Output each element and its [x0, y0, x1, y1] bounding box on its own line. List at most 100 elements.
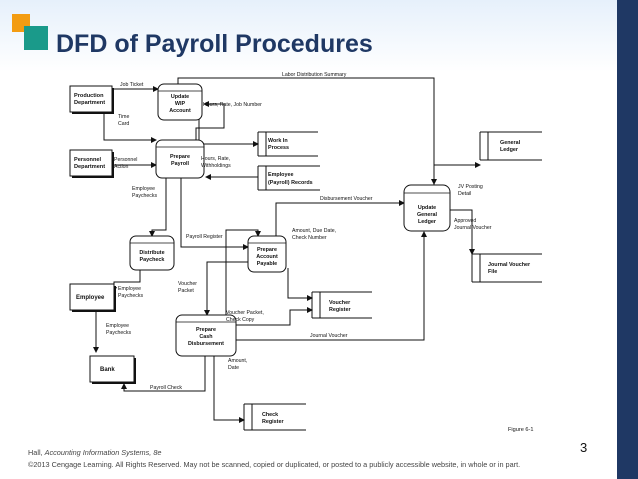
flow-label-voucher-packet: Packet	[178, 288, 194, 294]
flow-label-jv-posting-detail: Detail	[458, 191, 471, 197]
flow-voucher-packet-line	[204, 261, 248, 316]
entity-label: Employee	[76, 295, 105, 301]
store-label: Journal Voucher	[488, 262, 531, 268]
store-label: Process	[268, 145, 289, 151]
entity-production-department: Production Department	[69, 85, 114, 114]
flow-payroll-check-line	[121, 356, 206, 392]
flow-label-amount-due-check: Check Number	[292, 235, 327, 241]
store-general-ledger: General Ledger	[479, 131, 542, 161]
flow-label-amount-due-check: Amount, Due Date,	[292, 228, 336, 234]
flow-labels: Job Ticket Labor Distribution Summary Ti…	[106, 72, 492, 391]
entity-label: Bank	[100, 367, 115, 373]
process-label: Prepare	[170, 154, 190, 160]
process-label: Disbursement	[188, 341, 224, 347]
right-accent-bar	[617, 0, 638, 479]
flow-label-job-ticket: Job Ticket	[120, 82, 144, 88]
flow-cash-to-check-register-line	[213, 356, 245, 423]
store-label: (Payroll) Records	[268, 180, 313, 186]
flow-jv-posting-line	[433, 162, 481, 185]
page-number: 3	[580, 440, 588, 455]
process-prepare-payroll: Prepare Payroll	[155, 139, 205, 179]
store-voucher-register: Voucher Register	[311, 291, 372, 319]
flow-label-payroll-register: Payroll Register	[186, 234, 223, 240]
flow-label-hours-rate-withholdings: Withholdings	[201, 163, 231, 169]
process-label: Payroll	[171, 161, 189, 167]
entity-label: Department	[74, 164, 105, 170]
flow-labor-summary-line	[177, 77, 437, 185]
flow-time-card-line	[103, 108, 157, 143]
flow-label-approved-jv: Journal Voucher	[454, 225, 492, 231]
process-label: Prepare	[196, 327, 216, 333]
process-label: Account	[169, 108, 191, 114]
flow-label-employee-paychecks-2: Paychecks	[118, 293, 143, 299]
store-label: Register	[329, 307, 351, 313]
flow-label-employee-paychecks: Employee	[132, 186, 155, 192]
footer-copyright: ©2013 Cengage Learning. All Rights Reser…	[28, 460, 521, 469]
store-label: Check	[262, 412, 278, 418]
flow-label-amount-date: Date	[228, 365, 239, 371]
flow-label-hours-rate-job: Hours, Rate, Job Number	[203, 102, 262, 108]
flow-hours-rate-job-line	[195, 101, 225, 140]
process-prepare-cash-disbursement: Prepare Cash Disbursement	[175, 314, 237, 357]
store-check-register: Check Register	[243, 403, 306, 431]
store-journal-voucher-file: Journal Voucher File	[471, 253, 542, 283]
flow-label-hours-rate-withholdings: Hours, Rate,	[201, 156, 230, 162]
flow-amount-due-line	[225, 229, 261, 315]
process-label: Update	[171, 94, 189, 100]
entity-label: Department	[74, 100, 105, 106]
flow-label-employee-paychecks-2: Employee	[118, 286, 141, 292]
flow-label-employee-paychecks-3: Paychecks	[106, 330, 131, 336]
flow-label-voucher-packet: Voucher	[178, 281, 197, 287]
flow-voucher-packet-check-copy-line	[236, 307, 313, 326]
store-label: File	[488, 269, 497, 275]
process-distribute-paycheck: Distribute Paycheck	[129, 235, 175, 271]
store-employee-payroll-records: Employee (Payroll) Records	[257, 165, 320, 191]
teal-square-decoration	[24, 26, 48, 50]
process-label: Cash	[199, 334, 212, 340]
flow-label-time-card: Card	[118, 121, 129, 127]
store-label: Voucher	[329, 300, 351, 306]
entity-employee: Employee	[69, 283, 116, 312]
process-label: General	[417, 212, 438, 218]
footer-book-title: Accounting Information Systems, 8e	[44, 448, 162, 457]
entity-label: Personnel	[74, 157, 101, 163]
flow-label-approved-jv: Approved	[454, 218, 476, 224]
flow-label-disbursement-voucher: Disbursement Voucher	[320, 196, 373, 202]
store-label: General	[500, 140, 521, 146]
store-label: Ledger	[500, 147, 519, 153]
store-label: Register	[262, 419, 284, 425]
process-label: Distribute	[139, 250, 164, 256]
entity-label: Production	[74, 93, 104, 99]
flow-ap-to-voucher-register-line	[287, 268, 313, 301]
flow-label-time-card: Time	[118, 114, 129, 120]
flow-journal-voucher-line	[236, 231, 427, 341]
slide-title: DFD of Payroll Procedures	[56, 30, 373, 58]
flow-label-personnel-action: Action	[114, 164, 129, 170]
flow-paychecks-to-distribute-line	[149, 178, 167, 237]
process-label: Update	[418, 205, 436, 211]
process-update-general-ledger: Update General Ledger	[403, 184, 451, 232]
footer-citation: Hall, Accounting Information Systems, 8e	[28, 448, 161, 457]
flow-lines	[93, 77, 481, 423]
flow-wip-to-store-line	[198, 104, 259, 147]
flow-label-employee-paychecks: Paychecks	[132, 193, 157, 199]
flow-label-amount-date: Amount,	[228, 358, 247, 364]
process-label: Prepare	[257, 247, 277, 253]
process-label: Account	[256, 254, 278, 260]
process-update-wip-account: Update WIP Account	[157, 83, 203, 121]
entity-personnel-department: Personnel Department	[69, 149, 114, 178]
store-work-in-process: Work In Process	[257, 131, 318, 157]
flow-label-payroll-check: Payroll Check	[150, 385, 182, 391]
store-label: Employee	[268, 172, 293, 178]
flow-approved-jv-line	[450, 209, 475, 255]
process-prepare-account-payable: Prepare Account Payable	[247, 235, 287, 273]
process-label: Ledger	[418, 219, 437, 225]
process-label: WIP	[175, 101, 186, 107]
process-label: Payable	[257, 261, 277, 267]
flow-label-labor-summary: Labor Distribution Summary	[282, 72, 347, 78]
flow-disbursement-voucher-line	[275, 200, 405, 236]
footer-author: Hall,	[28, 448, 45, 457]
title-band	[0, 0, 638, 72]
